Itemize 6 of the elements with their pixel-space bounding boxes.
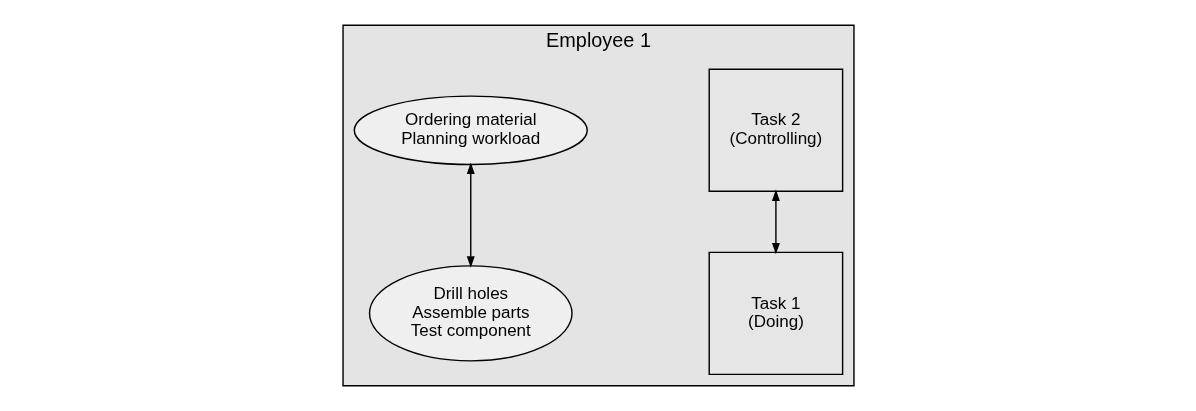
- arrow: [771, 189, 780, 255]
- node-box: Task 2 (Controlling): [708, 68, 843, 192]
- node-ellipse: Drill holes Assemble parts Test component: [368, 265, 573, 362]
- node-ellipse: Ordering material Planning workload: [353, 95, 588, 166]
- node-box: Task 1 (Doing): [708, 251, 843, 376]
- arrow: [466, 162, 475, 268]
